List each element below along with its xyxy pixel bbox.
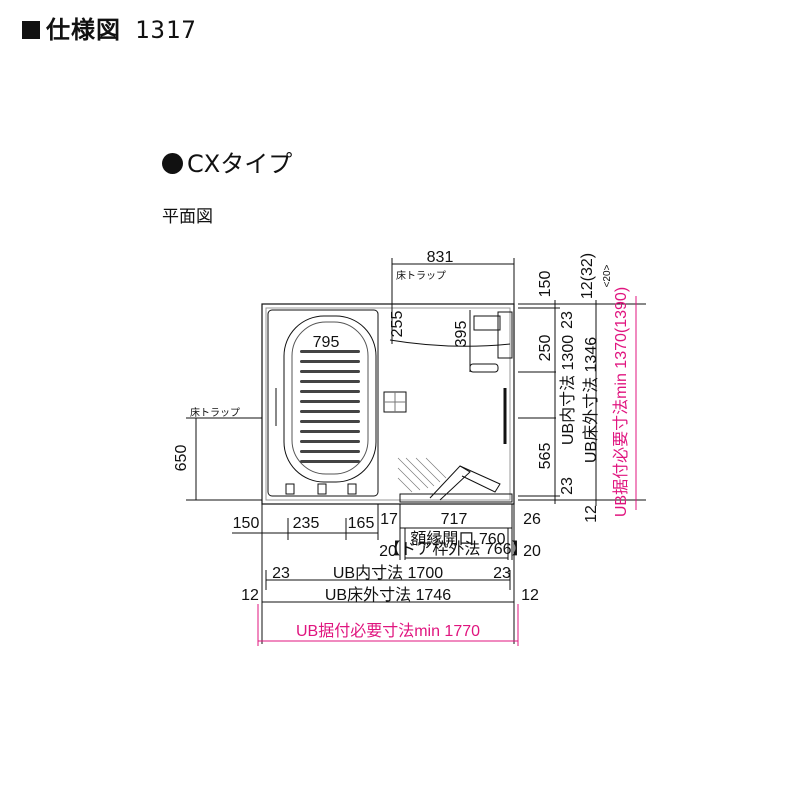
dim-795: 795	[313, 334, 340, 351]
ub-inner-h-label: UB内寸法 1300	[559, 335, 577, 445]
dim-150-bottom: 150	[233, 515, 260, 532]
tub-foot-1	[285, 483, 295, 495]
hatch-area	[397, 457, 447, 493]
bathtub-outline	[267, 309, 379, 497]
door-outer-label: 【ドア枠外法 766】	[384, 540, 527, 558]
door-panel-right	[459, 465, 501, 493]
room-outline	[261, 303, 515, 505]
floor-trap-top-label: 床トラップ	[396, 269, 446, 282]
dim-17: 17	[380, 511, 398, 528]
door-panel-left	[429, 465, 471, 501]
dim-23-left: 23	[272, 565, 290, 582]
circle-bullet-icon	[162, 153, 183, 174]
dim-565: 565	[537, 443, 554, 470]
tub-foot-3	[347, 483, 357, 495]
square-bullet-icon	[22, 21, 40, 39]
frame-opening-label: 額縁開口 760	[410, 530, 505, 548]
tub-foot-2	[317, 483, 327, 495]
type-label: CXタイプ	[187, 150, 293, 178]
dim-20-side: <20>	[602, 264, 613, 287]
faucet	[469, 363, 499, 373]
ub-inner-w-label: UB内寸法 1700	[333, 564, 443, 582]
dim-250: 250	[537, 335, 554, 362]
ceiling-arc	[389, 339, 511, 347]
room-inner-line	[265, 307, 511, 501]
view-label: 平面図	[162, 207, 213, 227]
dim-255: 255	[389, 311, 406, 338]
dim-235: 235	[293, 515, 320, 532]
dim-20-left: 20	[379, 543, 397, 560]
ub-floor-outer-w-label: UB床外寸法 1746	[325, 586, 451, 604]
spec-title: 仕様図 1317	[22, 10, 197, 45]
dim-12-32: 12(32)	[579, 253, 596, 299]
ub-install-h-label: UB据付必要寸法min 1370(1390)	[612, 287, 630, 517]
model-number: 1317	[135, 16, 197, 44]
dim-23-right-top: 23	[559, 311, 576, 329]
counter-shelf	[473, 315, 501, 331]
type-heading: CXタイプ	[162, 144, 292, 179]
dim-165: 165	[348, 515, 375, 532]
dim-12-left: 12	[241, 587, 259, 604]
mirror-unit	[497, 311, 513, 359]
dim-20-right: 20	[523, 543, 541, 560]
ub-floor-outer-h-label: UB床外寸法 1346	[582, 337, 600, 463]
tub-dimples	[300, 350, 360, 463]
dim-650: 650	[173, 445, 190, 472]
dim-26: 26	[523, 511, 541, 528]
dim-12-right-bottom: 12	[583, 505, 600, 523]
dim-395: 395	[453, 321, 470, 348]
dim-23-right-bottom: 23	[559, 477, 576, 495]
dim-150-top: 150	[537, 271, 554, 298]
bathtub-basin	[283, 315, 377, 483]
spec-title-text: 仕様図	[46, 16, 121, 44]
dim-12-right: 12	[521, 587, 539, 604]
dim-23-right: 23	[493, 565, 511, 582]
ub-install-w-label: UB据付必要寸法min 1770	[296, 622, 480, 640]
dim-831: 831	[427, 249, 454, 266]
bathtub-inner	[291, 321, 369, 475]
floor-trap-left-label: 床トラップ	[190, 406, 240, 419]
door-frame	[399, 493, 513, 503]
dim-717: 717	[441, 511, 468, 528]
